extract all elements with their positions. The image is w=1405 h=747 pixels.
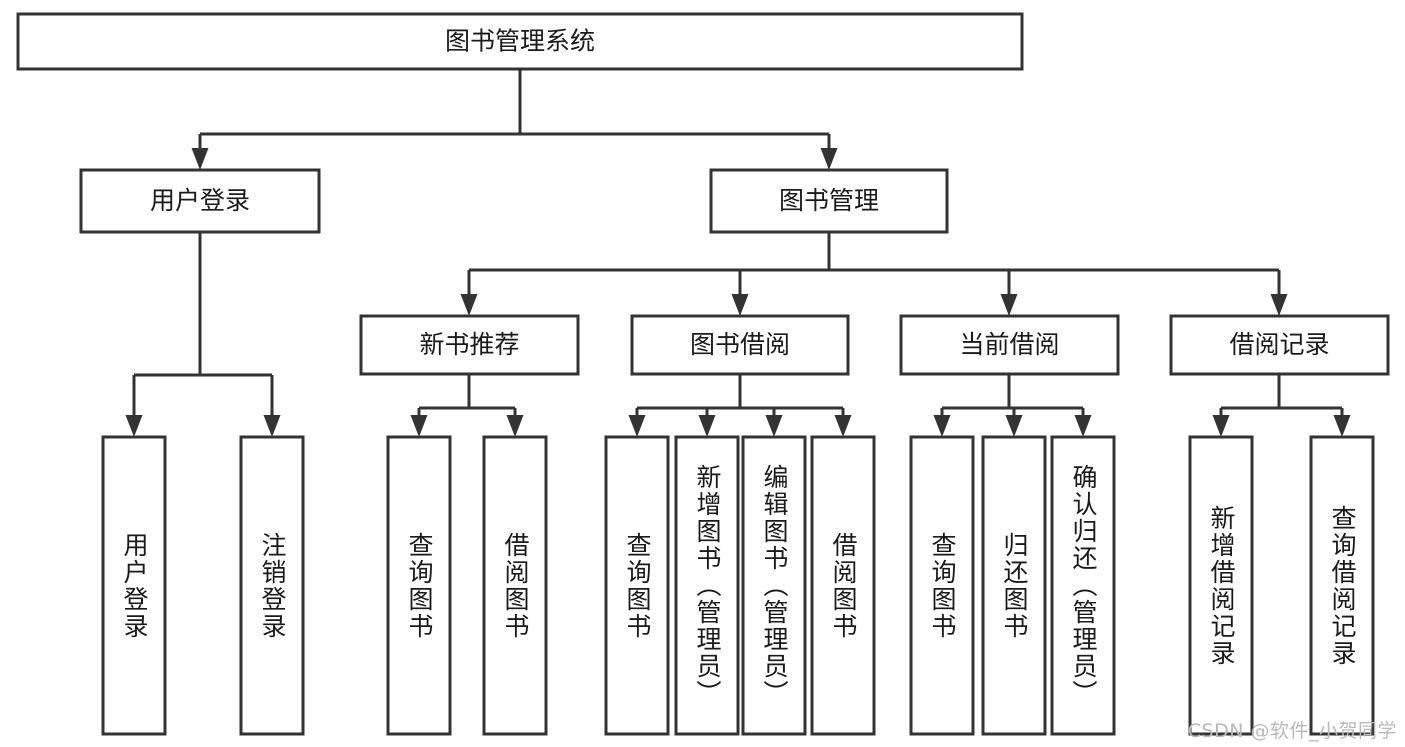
- arrow-head-icon: [191, 148, 209, 170]
- leaf-add-borrow-record-box[interactable]: [1188, 435, 1254, 736]
- node-current-borrow-label: 当前借阅: [959, 330, 1059, 359]
- node-book-management-label: 图书管理: [779, 186, 879, 215]
- node-book-borrow-label: 图书借阅: [690, 330, 790, 359]
- node-borrow-record[interactable]: 借阅记录: [1169, 314, 1390, 376]
- node-root-label: 图书管理系统: [445, 27, 595, 56]
- node-book-borrow[interactable]: 图书借阅: [630, 314, 850, 376]
- arrow-head-icon: [628, 415, 646, 437]
- node-user-login[interactable]: 用户登录: [79, 168, 321, 234]
- arrow-head-icon: [1074, 415, 1092, 437]
- arrow-head-icon: [820, 148, 838, 170]
- node-book-borrow-box[interactable]: [630, 314, 850, 376]
- arrow-head-icon: [1005, 415, 1023, 437]
- leaf-borrow-book-borrow-box[interactable]: [810, 435, 876, 736]
- node-root[interactable]: 图书管理系统: [16, 12, 1024, 71]
- arrow-head-icon: [263, 415, 281, 437]
- leaf-query-book-recommend-box[interactable]: [386, 435, 452, 736]
- leaf-user-logout-box[interactable]: [239, 435, 305, 736]
- watermark-csdn: CSDN @软件_小贺同学: [1187, 720, 1397, 742]
- bus-root-to-level1: [191, 69, 838, 170]
- arrow-head-icon: [698, 415, 716, 437]
- node-root-box[interactable]: [16, 12, 1024, 71]
- arrow-head-icon: [834, 415, 852, 437]
- leaf-return-book-box[interactable]: [981, 435, 1047, 736]
- leaf-query-borrow-record-box[interactable]: [1309, 435, 1375, 736]
- node-book-management-box[interactable]: [709, 168, 949, 234]
- node-new-book-recommend-label: 新书推荐: [419, 330, 519, 359]
- arrow-head-icon: [410, 415, 428, 437]
- arrow-head-icon: [506, 415, 524, 437]
- node-current-borrow-box[interactable]: [899, 314, 1120, 376]
- arrow-head-icon: [125, 415, 143, 437]
- node-new-book-recommend-box[interactable]: [359, 314, 580, 376]
- leaf-borrow-book-recommend-box[interactable]: [482, 435, 548, 736]
- node-user-login-box[interactable]: [79, 168, 321, 234]
- bus-borrow-to-leaves: [628, 374, 852, 437]
- arrow-head-icon: [1333, 415, 1351, 437]
- node-book-management[interactable]: 图书管理: [709, 168, 949, 234]
- arrow-head-icon: [731, 294, 749, 316]
- arrow-head-icon: [1212, 415, 1230, 437]
- bus-bookmgmt-to-level2: [460, 232, 1288, 316]
- leaf-edit-book-admin-box[interactable]: [741, 435, 807, 736]
- node-user-login-label: 用户登录: [150, 186, 250, 215]
- arrow-head-icon: [933, 415, 951, 437]
- bus-current-to-leaves: [933, 374, 1092, 437]
- node-current-borrow[interactable]: 当前借阅: [899, 314, 1120, 376]
- arrow-head-icon: [765, 415, 783, 437]
- leaf-confirm-return-admin-box[interactable]: [1050, 435, 1116, 736]
- node-new-book-recommend[interactable]: 新书推荐: [359, 314, 580, 376]
- bus-record-to-leaves: [1212, 374, 1351, 437]
- leaf-query-book-current-box[interactable]: [909, 435, 975, 736]
- leaf-user-login-box[interactable]: [101, 435, 167, 736]
- leaf-add-book-admin-box[interactable]: [674, 435, 740, 736]
- arrow-head-icon: [1000, 294, 1018, 316]
- arrow-head-icon: [1270, 294, 1288, 316]
- bus-recommend-to-leaves: [410, 374, 524, 437]
- arrow-head-icon: [460, 294, 478, 316]
- node-borrow-record-label: 借阅记录: [1229, 330, 1329, 359]
- leaf-query-book-borrow-box[interactable]: [604, 435, 670, 736]
- bus-userlogin-to-leaves: [125, 232, 281, 437]
- node-borrow-record-box[interactable]: [1169, 314, 1390, 376]
